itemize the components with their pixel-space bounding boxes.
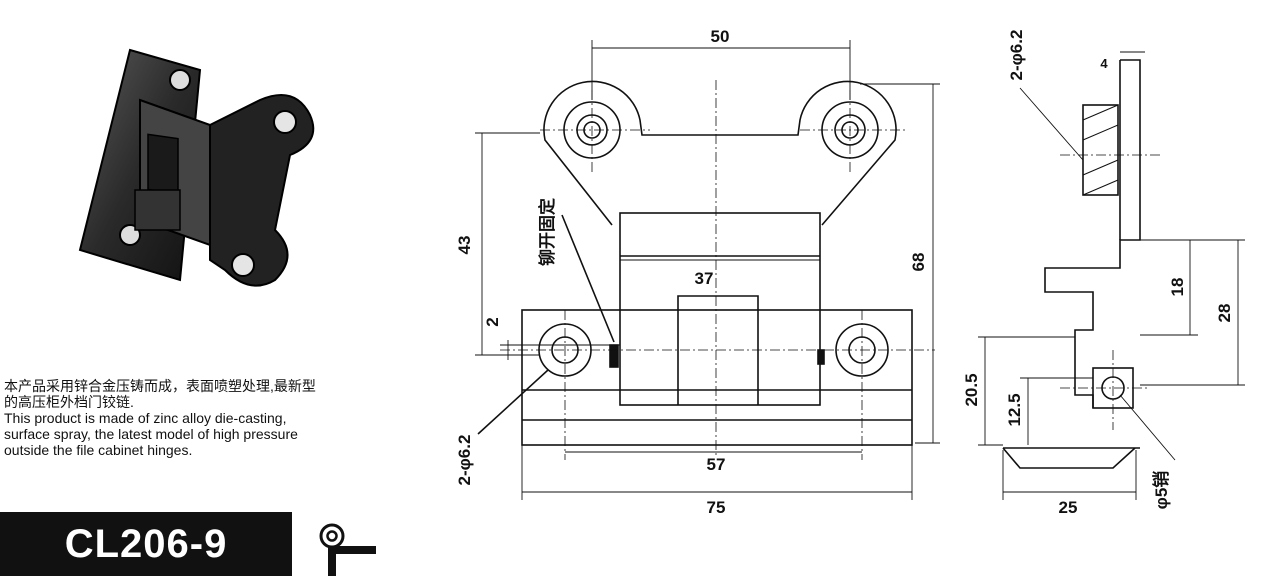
rivet-annotation: 铆开固定 <box>537 198 557 266</box>
model-badge: CL206-9 <box>0 512 292 576</box>
dim-75: 75 <box>707 498 726 517</box>
description-line: surface spray, the latest model of high … <box>4 426 298 442</box>
pin-label: φ5销 <box>1151 471 1171 510</box>
hole-callout-side: 2-φ6.2 <box>1007 30 1026 81</box>
dim-18: 18 <box>1168 278 1187 297</box>
hole-callout-front: 2-φ6.2 <box>455 435 474 486</box>
dim-37: 37 <box>695 269 714 288</box>
dim-25: 25 <box>1059 498 1078 517</box>
product-description: 本产品采用锌合金压铸而成，表面喷塑处理,最新型 的高压柜外档门铰链. This … <box>4 378 424 458</box>
dim-4: 4 <box>1100 56 1108 71</box>
dim-68: 68 <box>909 253 928 272</box>
dim-20-5: 20.5 <box>962 373 981 406</box>
technical-drawing: 50 43 68 37 2 57 75 2-φ6.2 铆开固定 2-φ6.2 4… <box>455 27 1245 517</box>
dim-12-5: 12.5 <box>1005 393 1024 426</box>
description-line: This product is made of zinc alloy die-c… <box>4 410 287 426</box>
hinge-logo-icon <box>319 523 376 576</box>
dim-2: 2 <box>483 317 502 326</box>
dim-28: 28 <box>1215 304 1234 323</box>
model-number: CL206-9 <box>64 521 228 566</box>
dim-57: 57 <box>707 455 726 474</box>
dim-50: 50 <box>711 27 730 46</box>
dim-43: 43 <box>455 236 474 255</box>
description-line: 本产品采用锌合金压铸而成，表面喷塑处理,最新型 <box>4 378 316 394</box>
product-photo <box>78 48 315 287</box>
description-line: outside the file cabinet hinges. <box>4 442 193 458</box>
description-line: 的高压柜外档门铰链. <box>4 394 134 410</box>
